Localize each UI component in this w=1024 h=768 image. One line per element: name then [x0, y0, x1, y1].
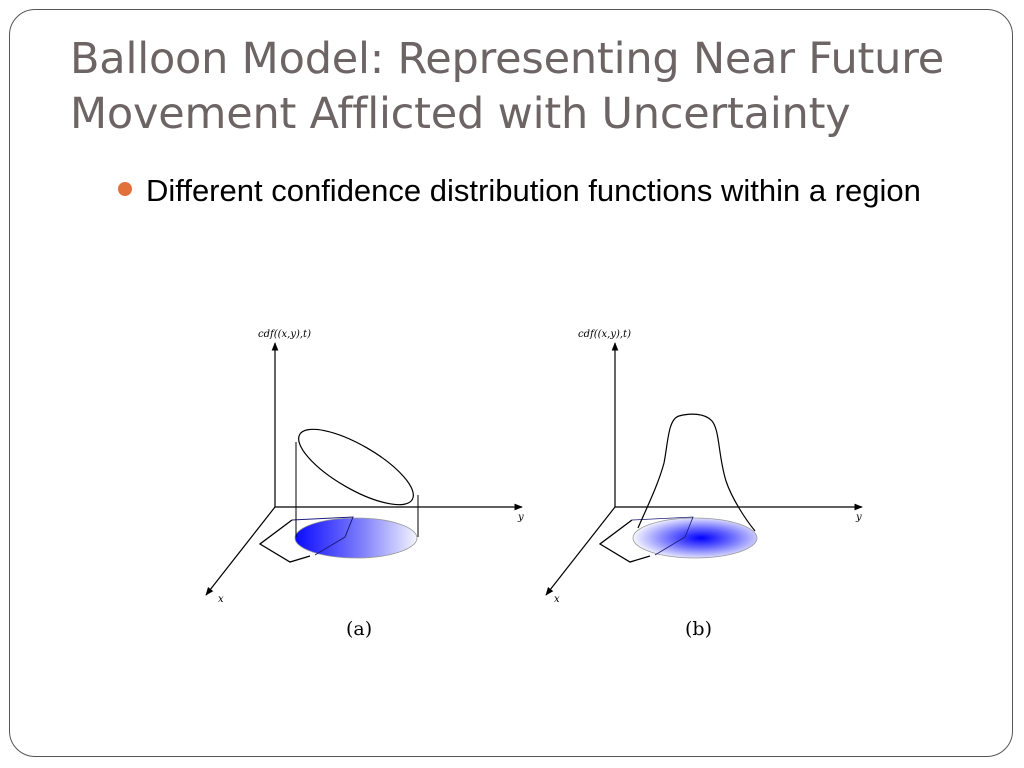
slide-frame: [9, 9, 1013, 757]
panel-a-y-label: y: [517, 512, 524, 523]
balloon-model-figure: cdf((x,y),t) y x (a) cdf((x,y),t) y x (b…: [205, 329, 863, 640]
panel-b-region: [632, 517, 758, 559]
panel-a-z-label: cdf((x,y),t): [258, 329, 311, 340]
panel-b: cdf((x,y),t) y x (b): [545, 329, 863, 640]
panel-b-distribution-curve: [637, 413, 756, 532]
bullet-list: Different confidence distribution functi…: [118, 168, 978, 214]
panel-a-projection: [258, 519, 311, 563]
panel-a-region: [294, 517, 418, 559]
bullet-dot-icon: [118, 182, 132, 196]
bullet-text: Different confidence distribution functi…: [146, 173, 921, 208]
panel-a: cdf((x,y),t) y x (a): [205, 329, 524, 640]
panel-a-distribution-top: [298, 428, 414, 506]
slide-title: Balloon Model: Representing Near Future …: [70, 32, 990, 142]
panel-b-x-label: x: [554, 594, 560, 605]
panel-b-z-label: cdf((x,y),t): [578, 329, 631, 340]
title-line-1: Balloon Model: Representing Near Future: [70, 34, 945, 84]
panel-b-caption: (b): [685, 618, 712, 640]
panel-b-projection: [598, 519, 651, 563]
panel-a-x-label: x: [218, 594, 224, 605]
panel-a-projection-inner: [291, 516, 354, 556]
panel-b-x-axis: [545, 506, 616, 596]
panel-b-projection-inner: [631, 516, 694, 556]
panel-a-x-axis: [205, 506, 276, 596]
bullet-item: Different confidence distribution functi…: [118, 168, 978, 214]
panel-b-y-label: y: [855, 512, 862, 523]
title-line-2: Movement Afflicted with Uncertainty: [70, 89, 851, 139]
panel-a-caption: (a): [346, 618, 372, 640]
